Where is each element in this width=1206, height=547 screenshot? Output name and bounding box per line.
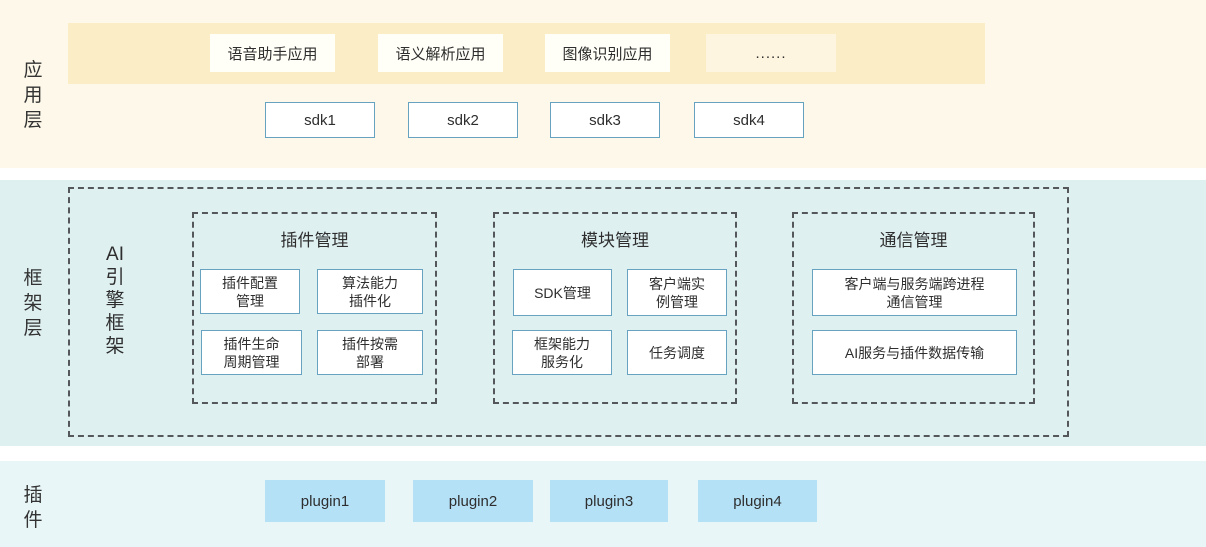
module-management-group: 模块管理 SDK管理 客户端实 例管理 框架能力 服务化 任务调度: [493, 212, 737, 404]
app-box-image-recognition: 图像识别应用: [545, 34, 670, 72]
plugin1-box: plugin1: [265, 480, 385, 522]
plugin-on-demand-deployment-box: 插件按需 部署: [317, 330, 423, 375]
plugin-lifecycle-management-box: 插件生命 周期管理: [201, 330, 302, 375]
application-layer-label: 应 用 层: [23, 60, 43, 131]
ai-engine-frame-border: [68, 187, 1069, 437]
sdk4-box: sdk4: [694, 102, 804, 138]
app-box-voice-assistant: 语音助手应用: [210, 34, 335, 72]
plugin-config-management-box: 插件配置 管理: [200, 269, 300, 314]
plugin4-box: plugin4: [698, 480, 817, 522]
sdk1-box: sdk1: [265, 102, 375, 138]
plugin-management-group: 插件管理 插件配置 管理 算法能力 插件化 插件生命 周期管理 插件按需 部署: [192, 212, 437, 404]
communication-management-group: 通信管理 客户端与服务端跨进程 通信管理 AI服务与插件数据传输: [792, 212, 1035, 404]
sdk-management-box: SDK管理: [513, 269, 612, 316]
application-layer: 应 用 层 语音助手应用 语义解析应用 图像识别应用 ...... sdk1 s…: [0, 0, 1206, 168]
framework-layer-label: 框 架 层: [23, 268, 43, 339]
plugin-layer: 插 件 plugin1 plugin2 plugin3 plugin4: [0, 461, 1206, 547]
plugin-layer-label: 插 件: [23, 485, 43, 531]
algorithm-capability-pluginization-box: 算法能力 插件化: [317, 269, 423, 314]
framework-capability-service-box: 框架能力 服务化: [512, 330, 612, 375]
ai-engine-frame-label: AI 引 擎 框 架: [105, 244, 125, 357]
client-server-cross-process-communication-box: 客户端与服务端跨进程 通信管理: [812, 269, 1017, 316]
plugin2-box: plugin2: [413, 480, 533, 522]
client-instance-management-box: 客户端实 例管理: [627, 269, 727, 316]
plugin3-box: plugin3: [550, 480, 668, 522]
ai-service-plugin-data-transfer-box: AI服务与插件数据传输: [812, 330, 1017, 375]
app-box-semantic-parsing: 语义解析应用: [378, 34, 503, 72]
application-band: [68, 23, 985, 84]
framework-layer: 框 架 层 AI 引 擎 框 架 插件管理 插件配置 管理 算法能力 插件化 插…: [0, 180, 1206, 446]
task-scheduling-box: 任务调度: [627, 330, 727, 375]
plugin-management-title: 插件管理: [280, 231, 349, 250]
app-box-ellipsis: ......: [706, 34, 836, 72]
sdk2-box: sdk2: [408, 102, 518, 138]
communication-management-title: 通信管理: [879, 231, 948, 250]
sdk3-box: sdk3: [550, 102, 660, 138]
module-management-title: 模块管理: [581, 231, 649, 250]
